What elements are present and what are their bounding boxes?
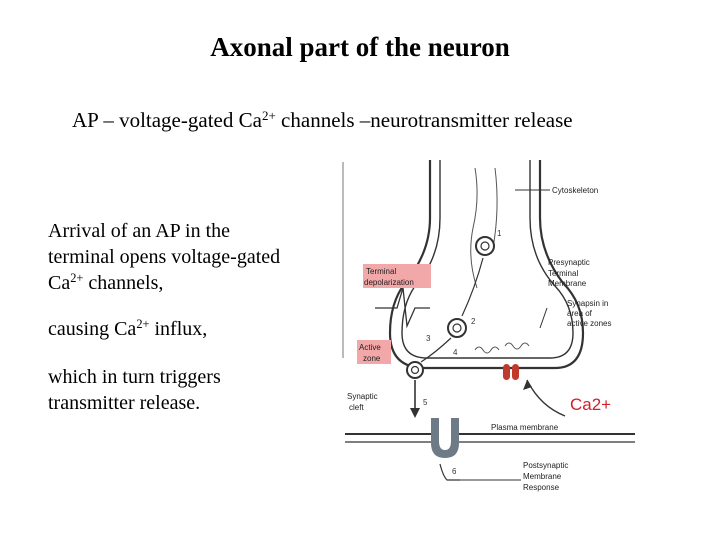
p2-after: influx, <box>149 318 208 340</box>
cytoskeleton-fiber <box>492 167 498 249</box>
label-postsynaptic: Postsynaptic <box>523 461 568 470</box>
label-terminal-depolarization-2: depolarization <box>364 278 414 287</box>
arrow-path <box>461 257 484 317</box>
step-number-5: 5 <box>423 398 428 407</box>
label-active-zone-1: Active <box>359 343 381 352</box>
synapsin-squiggle <box>474 346 500 354</box>
synapsin-squiggle <box>504 342 530 350</box>
vesicle-core <box>452 323 462 333</box>
body-paragraph-1: Arrival of an AP in the terminal opens v… <box>48 218 283 296</box>
label-synapsin-2: area of <box>567 309 593 318</box>
label-synapsin-3: active zones <box>567 319 611 328</box>
label-active-zone-2: zone <box>363 354 381 363</box>
leader-line <box>539 307 548 329</box>
p2-before: causing Ca <box>48 318 137 340</box>
cytoskeleton-fiber <box>470 167 478 289</box>
label-post-membrane: Membrane <box>523 472 562 481</box>
vesicle-core <box>480 241 490 251</box>
depolarization-trace <box>375 287 430 329</box>
label-synaptic-cleft-2: cleft <box>349 403 364 412</box>
ca-arrowhead <box>523 380 532 390</box>
label-synaptic-cleft-1: Synaptic <box>347 392 378 401</box>
p1-before: Arrival of an AP in the terminal opens v… <box>48 220 281 294</box>
step-number-4: 4 <box>453 348 458 357</box>
ca-channel-2 <box>512 364 519 380</box>
p2-sup: 2+ <box>136 317 150 332</box>
vesicle-core <box>410 365 420 375</box>
slide-subtitle: AP – voltage-gated Ca2+ channels –neurot… <box>72 108 573 133</box>
slide-title: Axonal part of the neuron <box>210 32 510 62</box>
label-response: Response <box>523 483 560 492</box>
subtitle-sup: 2+ <box>261 107 276 123</box>
step-number-2: 2 <box>471 317 476 326</box>
subtitle-after: channels –neurotransmitter release <box>275 108 573 132</box>
label-presynaptic: Presynaptic <box>548 258 590 267</box>
label-terminal-membrane-2: Membrane <box>548 279 587 288</box>
label-cytoskeleton: Cytoskeleton <box>552 186 598 195</box>
release-arrowhead <box>410 408 420 418</box>
p1-after: channels, <box>83 272 164 294</box>
ca-arrow <box>526 379 566 417</box>
ca-channel-1 <box>503 364 510 380</box>
postsynaptic-receptor <box>431 418 459 458</box>
subtitle-before: AP – voltage-gated Ca <box>72 108 262 132</box>
body-paragraph-2: causing Ca2+ influx, <box>48 316 283 342</box>
synapse-diagram: Cytoskeleton Presynaptic Terminal Membra… <box>342 160 635 492</box>
label-terminal-depolarization-1: Terminal <box>366 267 396 276</box>
step-number-6: 6 <box>452 467 457 476</box>
label-synapsin-1: Synapsin in <box>567 299 608 308</box>
p1-sup: 2+ <box>70 271 84 286</box>
label-ca: Ca2+ <box>570 395 611 414</box>
body-paragraph-3: which in turn triggers transmitter relea… <box>48 366 221 414</box>
step-number-3: 3 <box>426 334 431 343</box>
label-plasma-membrane: Plasma membrane <box>491 423 559 432</box>
step-number-1: 1 <box>497 229 502 238</box>
active-zone-box <box>357 340 391 364</box>
arrow-path <box>420 337 452 363</box>
terminal-depolarization-box <box>363 264 431 288</box>
label-terminal-membrane-1: Terminal <box>548 269 578 278</box>
response-trace <box>439 463 460 481</box>
